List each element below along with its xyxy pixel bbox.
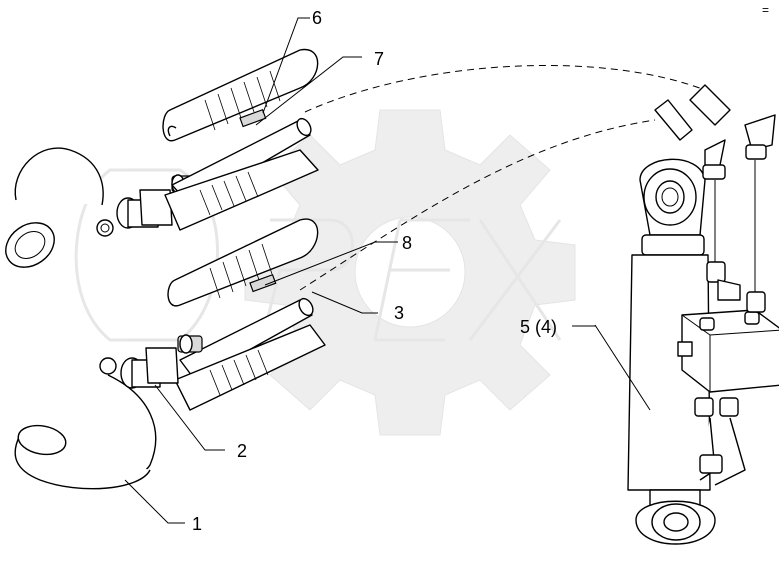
hydraulic-cylinder — [627, 158, 716, 545]
callout-8: 8 — [402, 233, 412, 253]
callout-3: 3 — [394, 303, 404, 323]
callout-5-4: 5 (4) — [520, 317, 557, 337]
retaining-cord-upper — [5, 147, 114, 268]
callout-1: 1 — [192, 514, 202, 534]
watermark-logo — [74, 109, 576, 436]
hose-sleeve-assembly-lower — [167, 218, 326, 411]
callouts: 6 7 8 3 2 1 5 (4) — [124, 8, 651, 534]
valve-block — [677, 309, 779, 486]
pipe-fittings-upper — [654, 84, 776, 313]
callout-6: 6 — [312, 8, 322, 28]
callout-7: 7 — [374, 49, 384, 69]
hose-route-upper — [304, 64, 706, 113]
corner-mark: = — [762, 3, 769, 17]
hose-sleeve-assembly-upper — [162, 48, 319, 231]
quick-coupler-upper — [116, 174, 195, 229]
retaining-cord-lower — [14, 357, 157, 490]
hose-route-lower — [299, 119, 656, 291]
quick-coupler-lower — [120, 334, 203, 389]
callout-2: 2 — [237, 441, 247, 461]
